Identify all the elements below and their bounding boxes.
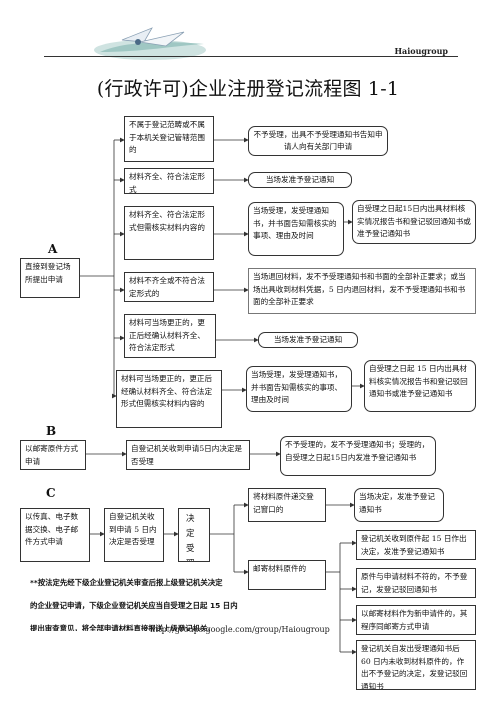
cond-correctable-verify: 材料可当场更正的，更正后经确认材料齐全、符合法定形式但需核实材料内容的 [116, 370, 222, 428]
start-in-person: 直接到登记场所提出申请 [20, 258, 80, 298]
result-issue-approval-2: 当场发准予登记通知 [258, 332, 358, 348]
cond-complete-docs: 材料齐全、符合法定形式 [124, 168, 214, 194]
page-title: (行政许可)企业注册登记流程图 1-1 [96, 78, 400, 100]
cond-incomplete-docs: 材料不齐全或不符合法定形式的 [124, 272, 214, 302]
result-new-application: 以邮寄材料作为新申请件的，其程序同邮寄方式申请 [356, 605, 476, 635]
cond-out-of-scope: 不属于登记范畴或不属于本机关登记管辖范围的 [124, 116, 214, 162]
result-verify-15-days: 自受理之日起15日内出具材料核实情况报告书和登记驳回通知书或准予登记通知书 [352, 200, 476, 244]
result-received-15-days: 登记机关收到原件起 15 日作出决定，发准予登记通知书 [356, 530, 476, 560]
result-verify-15-days-2: 自受理之日起 15 日内出具材料核实情况报告书和登记驳回通知书或准予登记通知书 [364, 360, 476, 412]
start-electronic: 以传真、电子数据交换、电子邮件方式申请 [20, 508, 90, 562]
section-label-a: A [48, 242, 58, 256]
footer-url[interactable]: http://groups.google.com/group/Haiougrou… [150, 625, 330, 634]
cond-correctable: 材料可当场更正的，更正后经确认材料齐全、符合法定形式 [124, 314, 216, 358]
result-issue-approval: 当场发准予登记通知 [248, 172, 352, 188]
result-accept-verify-2: 当场受理，发受理通知书，并书面告知需核实的事项、理由及时间 [246, 366, 352, 412]
result-60-days-reject: 登记机关自发出受理通知书后 60 日内未收到材料原件的，作出不予登记的决定，发登… [356, 640, 476, 690]
step-decide-5-days-c: 自登记机关收到申请 5 日内决定是否受理 [104, 508, 164, 562]
result-mismatch-reject: 原件与申请材料不符的，不予登记，发登记驳回通知书 [356, 568, 476, 598]
branch-mail-originals: 邮寄材料原件的 [248, 560, 326, 590]
result-accept-verify: 当场受理，发受理通知书，并书面告知需核实的事项、理由及时间 [248, 202, 344, 256]
cond-complete-verify: 材料齐全、符合法定形式但需核实材料内容的 [124, 206, 214, 260]
note-line-3: 提出审查意见，将全部申请材料直接报送上级登记机关。 [30, 624, 215, 631]
header-rule [44, 56, 458, 57]
brand-name: Haiougroup [394, 46, 449, 56]
section-label-c: C [46, 486, 56, 500]
start-by-mail: 以邮寄原件方式申请 [20, 440, 86, 470]
note-line-2: 的企业登记申请，下级企业登记机关应当自受理之日起 15 日内 [30, 601, 238, 610]
note-line-1: **按法定先经下级企业登记机关审查后报上级登记机关决定 [30, 578, 223, 587]
step-decide-5-days: 自登记机关收到申请5日内决定是否受理 [126, 440, 250, 470]
result-approve-on-spot: 当场决定，发准予登记通知书 [354, 488, 444, 522]
decision-accept: 决定受理的 [178, 508, 210, 562]
branch-submit-originals: 将材料原件递交登记窗口的 [248, 488, 326, 522]
result-return-docs: 当场退回材料，发不予受理通知书和书面的全部补正要求；或当场出具收到材料凭据，5 … [248, 268, 476, 314]
bird-logo-icon [94, 27, 206, 60]
section-label-b: B [46, 424, 57, 438]
result-reject-refer: 不予受理，出具不予受理通知书告知申请人向有关部门申请 [248, 126, 388, 156]
result-decision-mail: 不予受理的，发不予受理通知书；受理的，自受理之日起15日内发准予登记通知书 [280, 436, 436, 476]
